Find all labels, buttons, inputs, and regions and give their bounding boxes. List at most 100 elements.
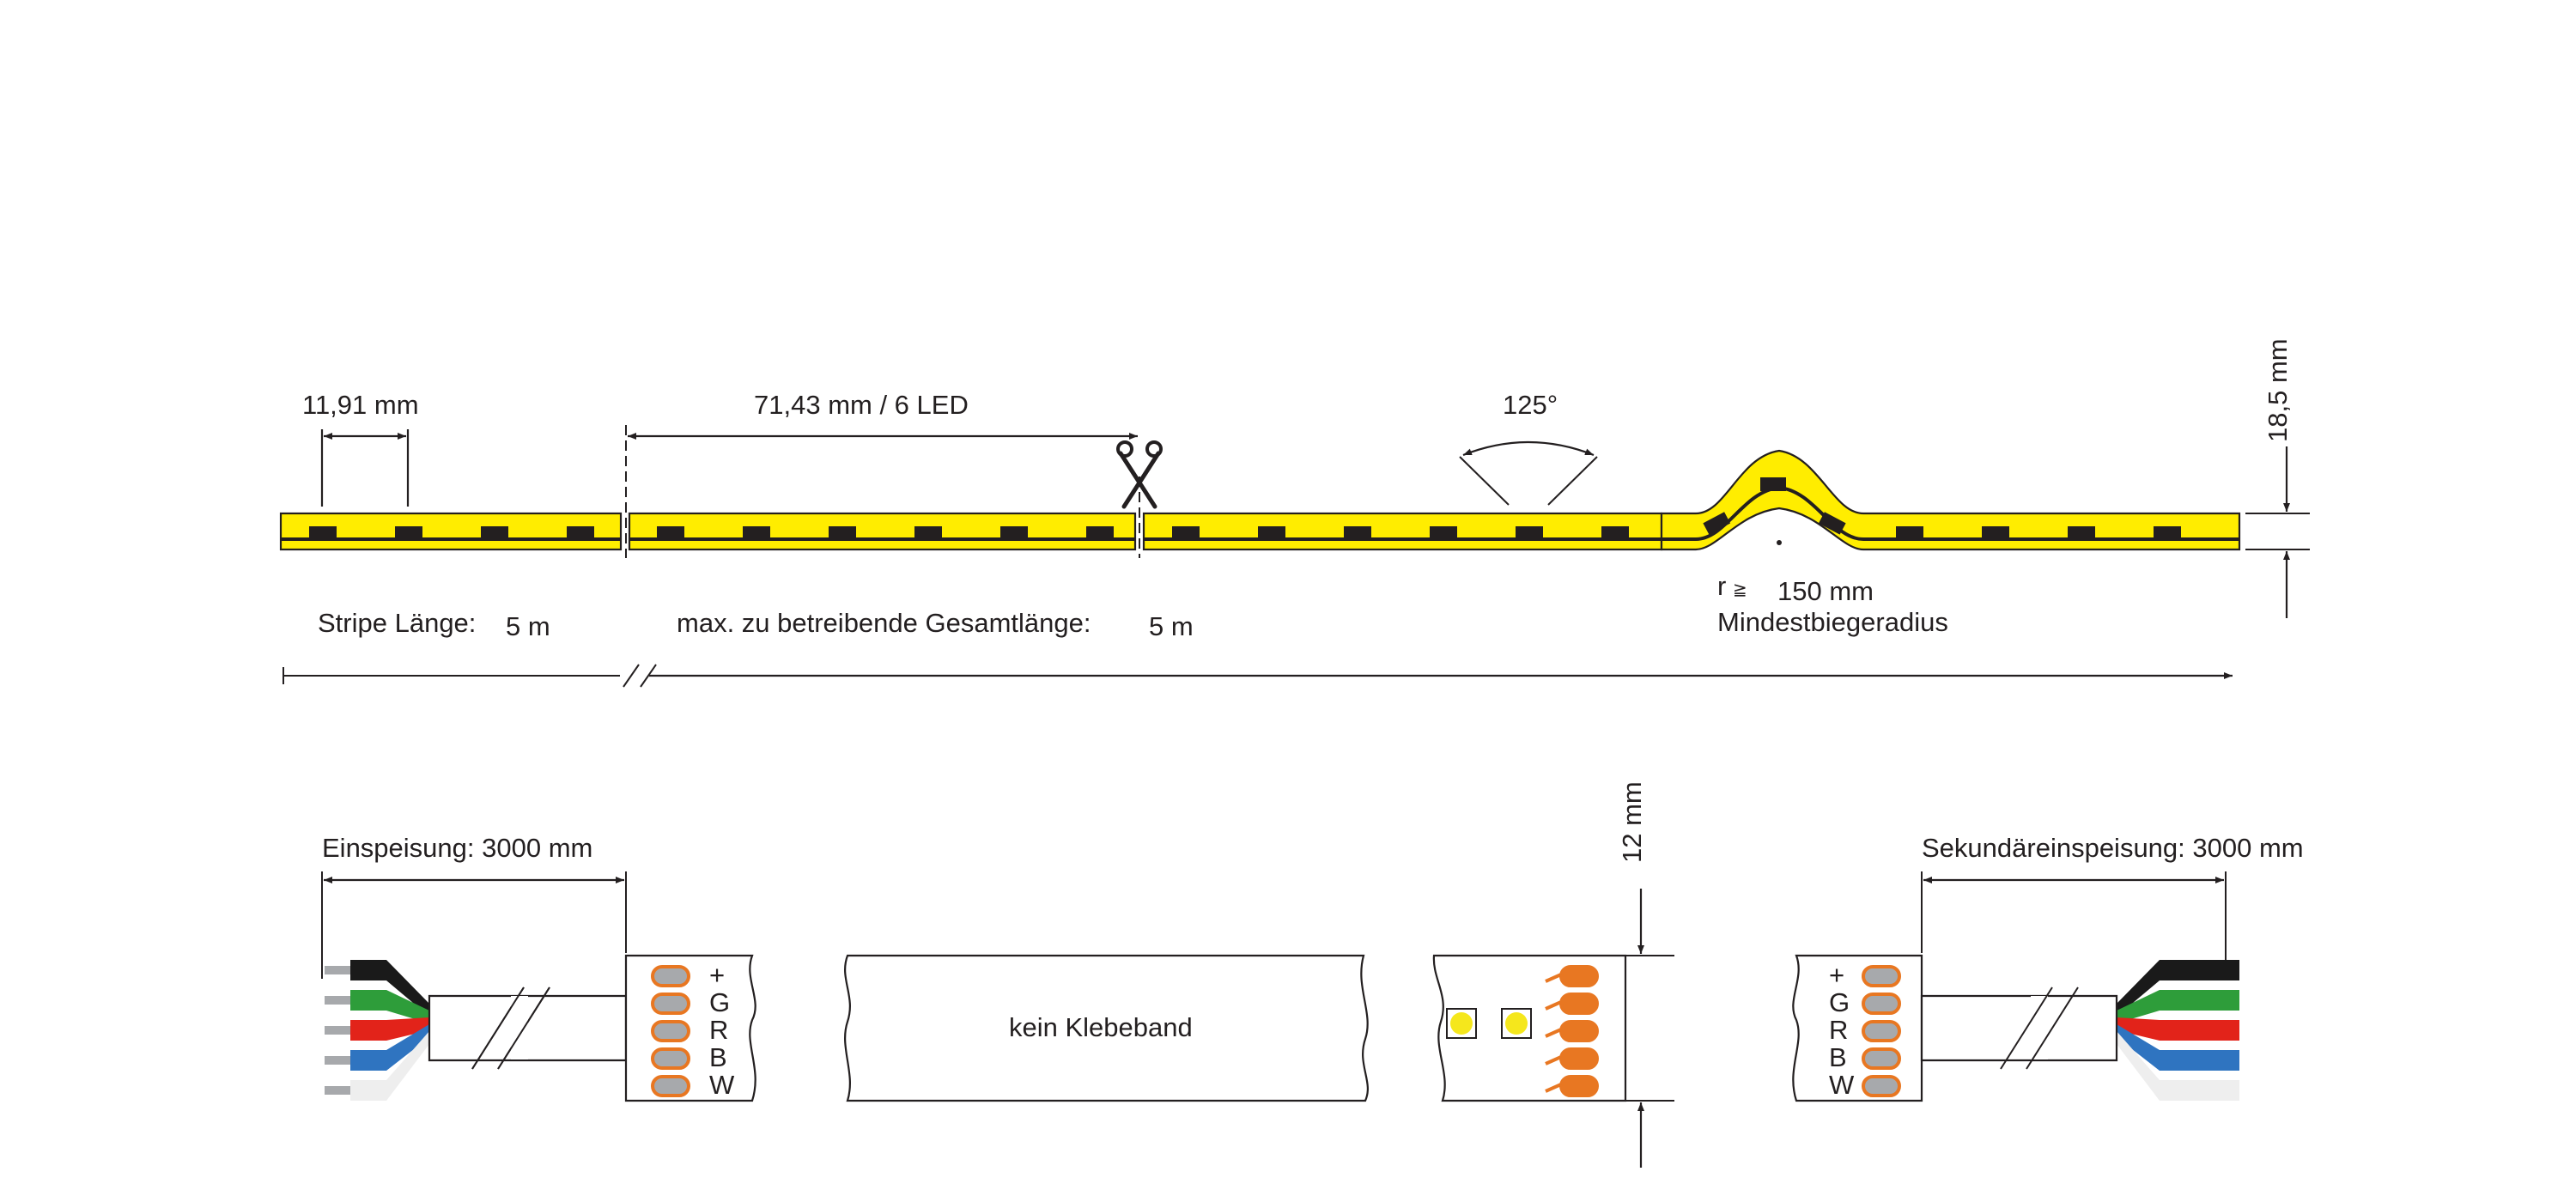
led-chip [1818, 512, 1846, 535]
led-chip [1000, 526, 1028, 540]
solder-pads-copper [1545, 965, 1599, 1097]
led-chip [1760, 477, 1786, 491]
radius-caption: Mindestbiegeradius [1717, 607, 1948, 637]
beam-angle-line [1459, 456, 1510, 506]
wire-bundle-right [2117, 960, 2239, 1101]
solder-pad [1862, 1075, 1901, 1097]
cable-sheath [1920, 994, 2118, 1062]
wire-bundle-left [325, 960, 429, 1101]
wire-tip [325, 1026, 350, 1035]
strip-segment [1142, 512, 1663, 551]
led-chips [309, 526, 2181, 540]
wire-conductor [350, 1017, 429, 1041]
pin-label-2: R [709, 1015, 728, 1045]
solder-pad [651, 1075, 690, 1097]
strip-bend [1660, 449, 2241, 551]
led-chip [2068, 526, 2095, 540]
pad-lead [1545, 1028, 1562, 1038]
scissors-icon [1116, 440, 1163, 509]
strip-segment [628, 512, 1137, 551]
strip-body [279, 512, 1663, 551]
solder-pad [1862, 965, 1901, 987]
wire-conductor [2117, 960, 2239, 1017]
solder-pad [651, 1020, 690, 1042]
led-chip [567, 526, 594, 540]
pin-label-1: G [709, 987, 730, 1017]
secondary-feed-label: Sekundäreinspeisung: 3000 mm [1922, 833, 2304, 863]
radius-value: 150 mm [1777, 576, 1874, 606]
pad-lead [1545, 1000, 1562, 1011]
wire-conductor [2117, 1024, 2239, 1071]
led-chip [1703, 512, 1731, 535]
strip-side-view: 11,91 mm 71,43 mm / 6 LED 125° 18,5 mm r… [279, 338, 2310, 688]
led-chip [481, 526, 508, 540]
wire-conductor [350, 960, 429, 1017]
wire-tip [325, 1056, 350, 1065]
pin-label-4: W [709, 1070, 735, 1100]
solder-pad [1559, 1075, 1599, 1097]
led-chip [1896, 526, 1923, 540]
max-length-label: max. zu betreibende Gesamtlänge: [677, 608, 1091, 638]
led-chip [743, 526, 770, 540]
led-chip [1601, 526, 1629, 540]
segment-label: 71,43 mm / 6 LED [754, 390, 969, 420]
feed-cable-left: Einspeisung: 3000 mm [321, 833, 628, 1101]
pin-label-3: B [1829, 1042, 1847, 1072]
led-chip-light [1505, 1012, 1528, 1035]
led-chip [1516, 526, 1543, 540]
strip-no-tape: kein Klebeband [844, 954, 1369, 1102]
led-pitch-label: 11,91 mm [302, 390, 419, 420]
wire-conductor [350, 990, 429, 1023]
beam-angle-label: 125° [1503, 390, 1558, 420]
strip-end-led: 12 mm [1432, 781, 1674, 1168]
height-label: 18,5 mm [2263, 338, 2293, 442]
stripe-length-value: 5 m [506, 611, 550, 641]
no-tape-label: kein Klebeband [1009, 1012, 1193, 1042]
pin-label-4: W [1829, 1070, 1855, 1100]
solder-pad [1559, 993, 1599, 1015]
pad-lead [1545, 973, 1562, 983]
led-chip [1172, 526, 1200, 540]
led-chip-light [1450, 1012, 1473, 1035]
wire-conductor [2117, 990, 2239, 1023]
led-chip [1982, 526, 2009, 540]
feed-cable-right: Sekundäreinspeisung: 3000 mm [1920, 833, 2304, 1101]
strip-segment [279, 512, 623, 551]
solder-pad [651, 1047, 690, 1070]
solder-pad [1559, 1020, 1599, 1042]
wire-conductor [350, 1031, 429, 1101]
led-chip [309, 526, 337, 540]
radius-relation: ≧ [1733, 580, 1747, 599]
led-chip [1258, 526, 1285, 540]
pin-label-3: B [709, 1042, 727, 1072]
pad-lead [1545, 1083, 1562, 1093]
solder-pads-right [1862, 965, 1901, 1097]
led-chip [829, 526, 856, 540]
stripe-length-label: Stripe Länge: [318, 608, 476, 638]
solder-pad [651, 965, 690, 987]
solder-pad [1559, 965, 1599, 987]
pin-label-2: R [1829, 1015, 1848, 1045]
led-chip [657, 526, 684, 540]
solder-pads-left [651, 965, 690, 1097]
solder-pad [1559, 1047, 1599, 1070]
width-label: 12 mm [1617, 781, 1647, 863]
wire-tip [325, 966, 350, 974]
radius-symbol: r [1717, 571, 1726, 601]
feed-label: Einspeisung: 3000 mm [322, 833, 592, 863]
solder-pad [1862, 1047, 1901, 1070]
wire-tip [325, 1086, 350, 1095]
pin-label-0: + [709, 960, 725, 990]
led-chip [2154, 526, 2181, 540]
pin-label-0: + [1829, 960, 1844, 990]
beam-angle-arc [1462, 440, 1595, 457]
beam-angle-line [1547, 456, 1598, 506]
pin-label-1: G [1829, 987, 1850, 1017]
wire-conductor [2117, 1017, 2239, 1041]
solder-pad [651, 993, 690, 1015]
